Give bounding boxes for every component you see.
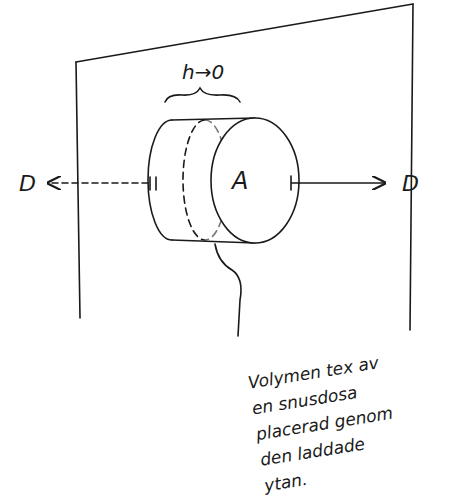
normal-tick-left [150, 177, 156, 190]
field-label: D [19, 173, 36, 195]
leader-line [215, 244, 241, 336]
height-brace [165, 88, 240, 102]
cylinder-front-face [211, 118, 299, 243]
normal-tick-right [291, 176, 299, 190]
plane-right-edge [410, 4, 413, 330]
cylinder-plane-intersection [183, 120, 205, 240]
normal-arrow-right [299, 182, 385, 184]
plane-left-edge [76, 62, 80, 318]
annotation-note: Volymen tex av en snusdosa placerad geno… [246, 347, 414, 497]
normal-arrow-left [48, 182, 148, 184]
area-label: A [232, 169, 248, 193]
cylinder-back-face [148, 120, 172, 240]
plane-top-edge [76, 4, 413, 62]
height-label: h→0 [182, 62, 224, 82]
field-label: D [402, 173, 419, 195]
